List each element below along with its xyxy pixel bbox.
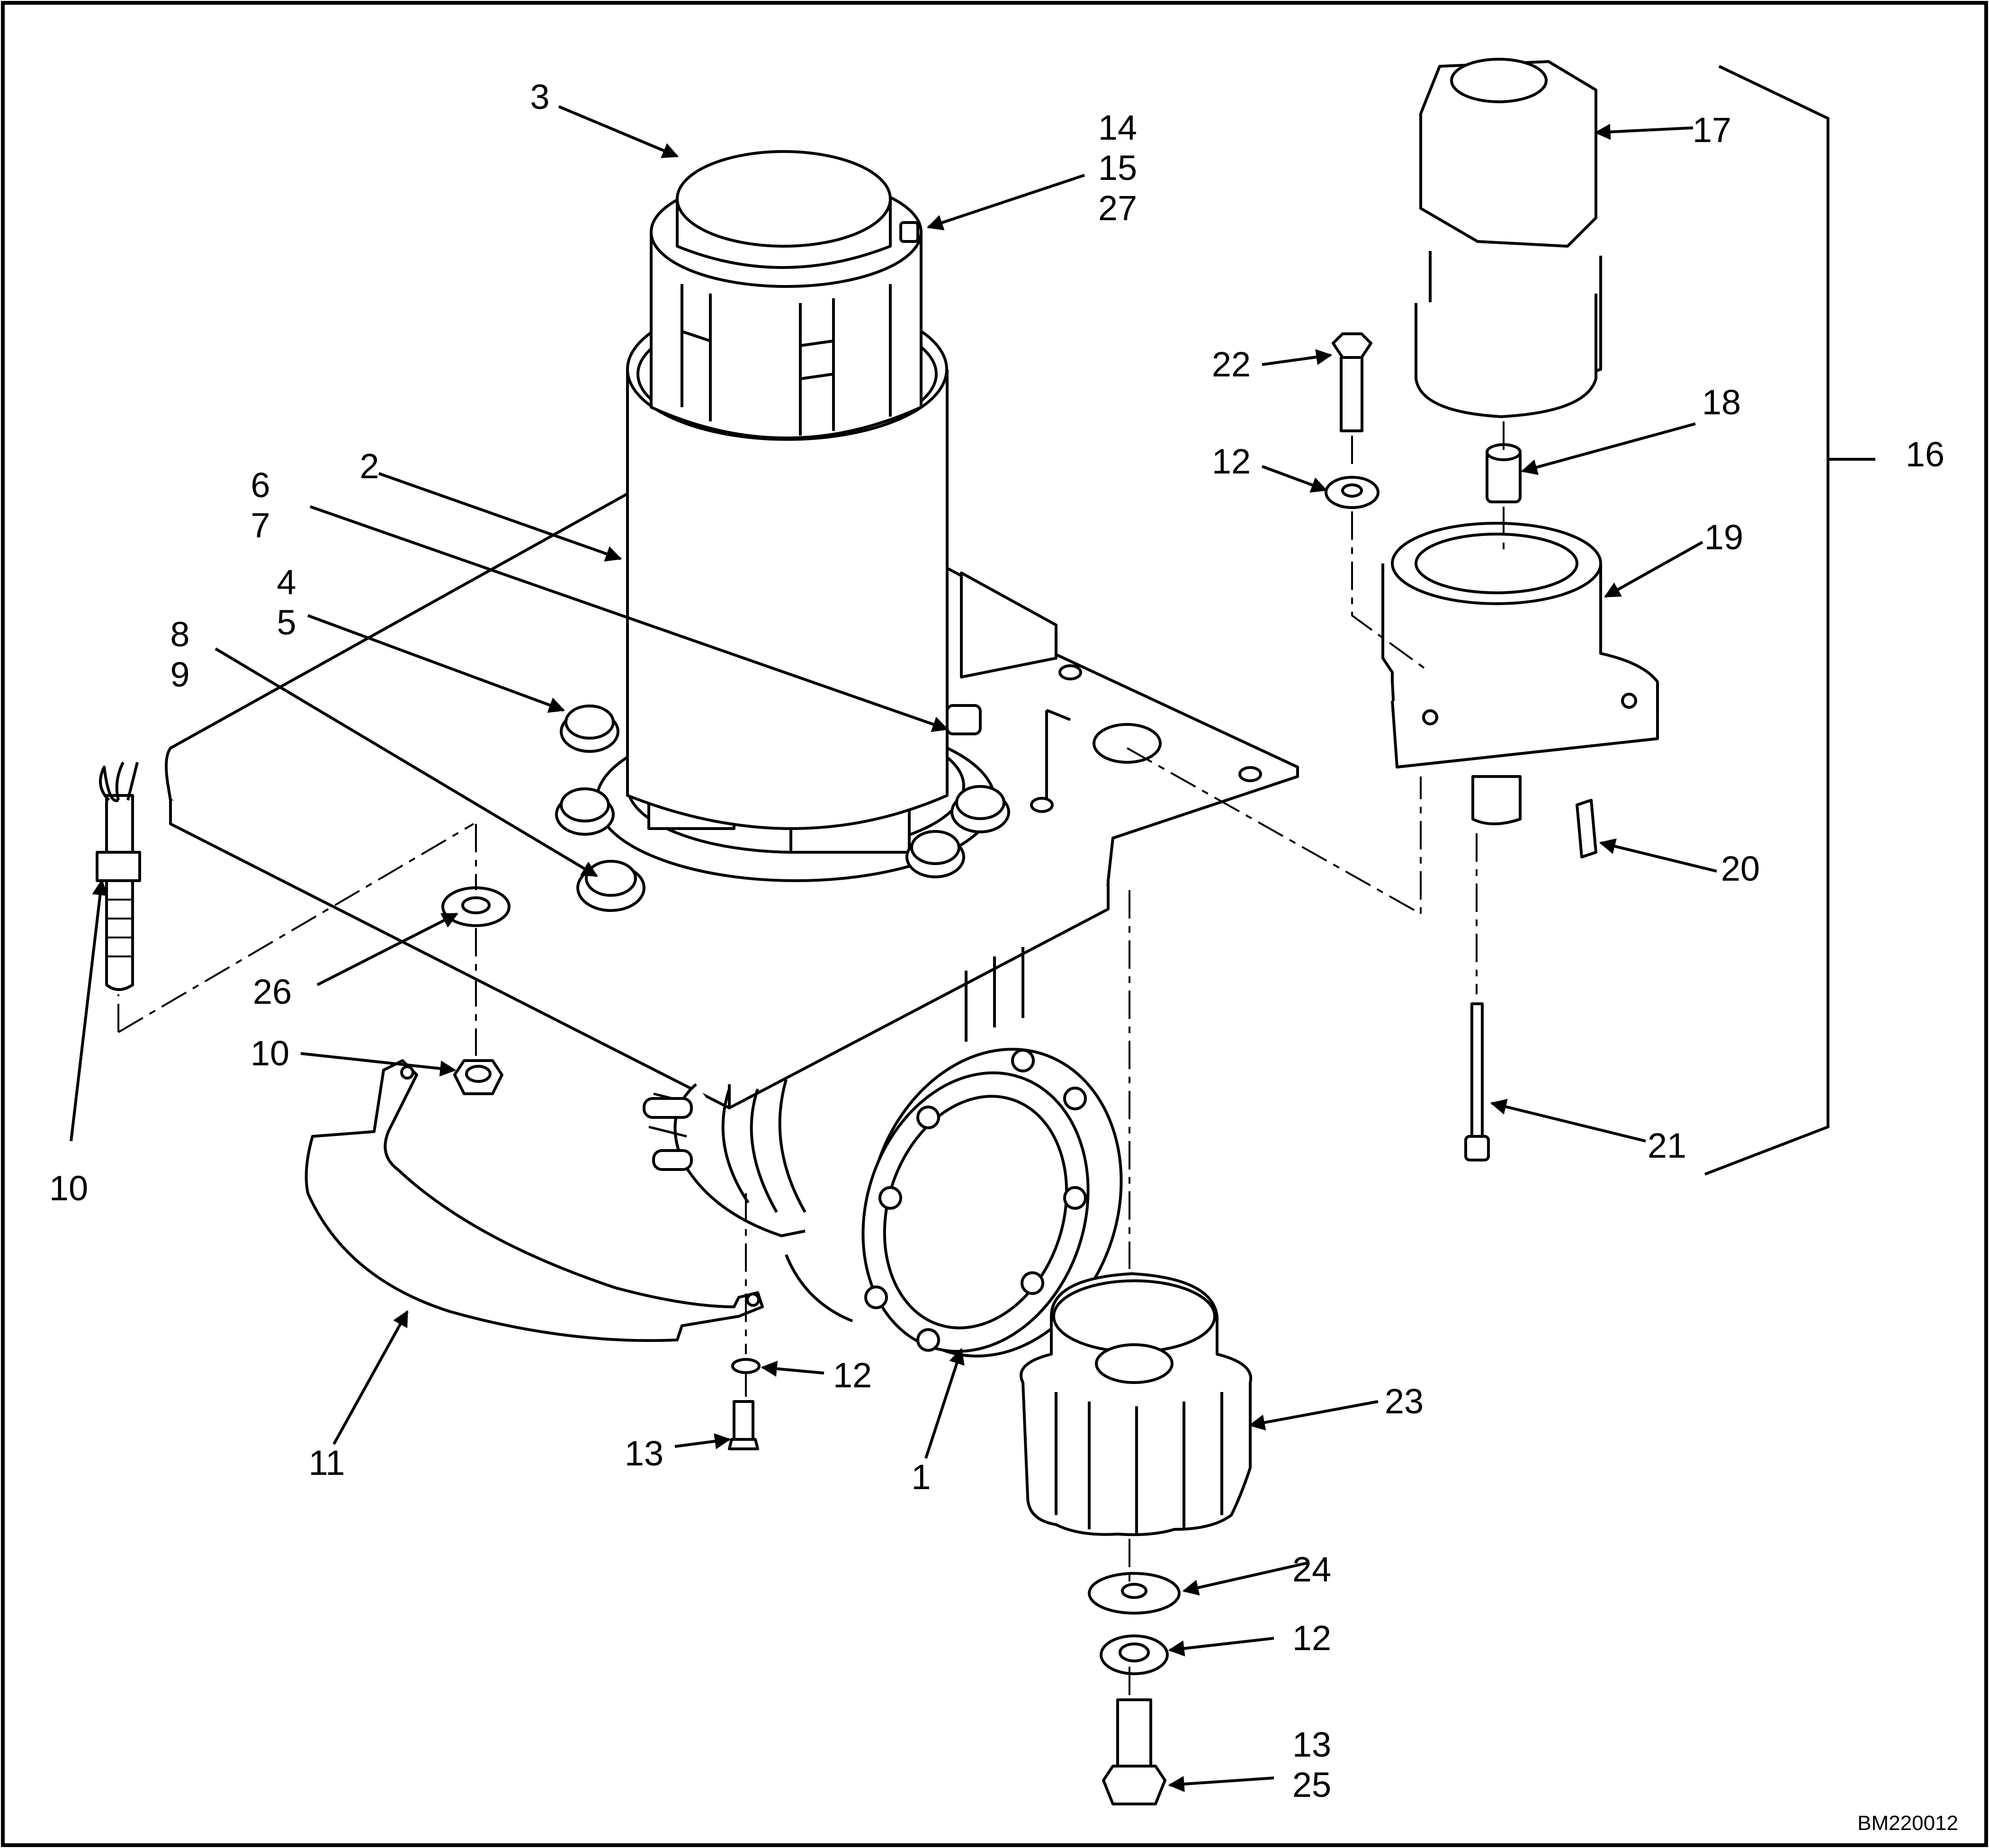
callout-9: 9 — [170, 655, 189, 694]
callout-labels: 3 14 15 27 2 6 7 4 5 8 9 26 10 10 11 12 … — [49, 77, 1944, 1804]
callout-20: 20 — [1721, 849, 1760, 888]
callout-16: 16 — [1906, 435, 1944, 474]
assembly-centerlines — [117, 421, 1505, 1700]
callout-12-adapter: 12 — [1212, 442, 1251, 481]
callout-15: 15 — [1098, 148, 1137, 187]
leader-lines — [70, 105, 1717, 1792]
callout-5: 5 — [277, 603, 296, 642]
callout-3: 3 — [530, 77, 549, 116]
callout-10-sensor: 10 — [49, 1169, 88, 1208]
callout-4: 4 — [277, 562, 296, 602]
callout-1: 1 — [911, 1457, 931, 1497]
callout-11: 11 — [309, 1443, 345, 1482]
callout-26: 26 — [253, 972, 292, 1011]
callout-12-small: 12 — [833, 1356, 872, 1395]
callout-14: 14 — [1098, 108, 1137, 147]
callout-6: 6 — [251, 465, 270, 505]
figure-id: BM220012 — [1857, 1812, 1958, 1835]
callout-22: 22 — [1212, 345, 1251, 384]
callout-25: 25 — [1292, 1765, 1331, 1804]
callout-24: 24 — [1292, 1550, 1331, 1589]
drive-unit-drawing — [165, 150, 1299, 1357]
callout-2: 2 — [359, 446, 379, 486]
callout-13-small: 13 — [625, 1434, 663, 1473]
callout-23: 23 — [1385, 1382, 1424, 1421]
callout-27: 27 — [1098, 188, 1137, 228]
callout-7: 7 — [251, 506, 270, 545]
callout-12-sprocket: 12 — [1292, 1618, 1331, 1658]
group-bracket-16 — [1704, 65, 1875, 1176]
callout-10-nut: 10 — [251, 1034, 289, 1073]
small-parts-drawing — [96, 58, 1659, 1805]
callout-18: 18 — [1702, 383, 1741, 422]
callout-21: 21 — [1648, 1126, 1686, 1165]
callout-19: 19 — [1704, 518, 1743, 557]
callout-13: 13 — [1292, 1725, 1331, 1764]
callout-17: 17 — [1693, 110, 1731, 150]
callout-8: 8 — [170, 615, 189, 654]
